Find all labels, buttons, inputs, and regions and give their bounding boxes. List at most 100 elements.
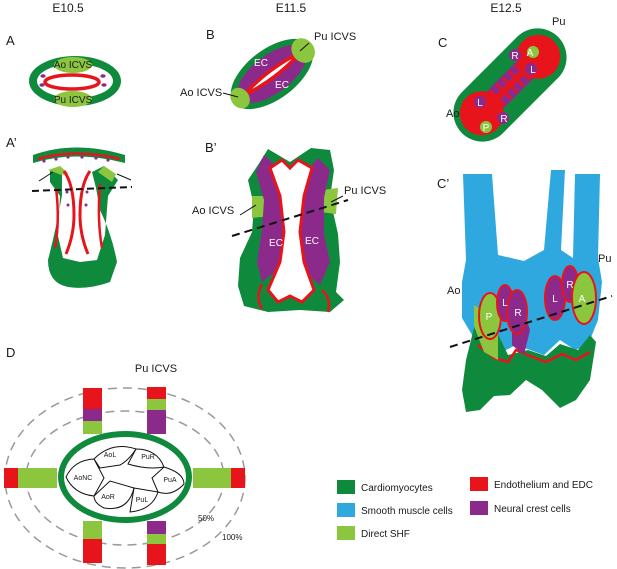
- cushion-label-a: A: [579, 294, 586, 305]
- cushion-label-aonc: AoNC: [74, 475, 93, 482]
- panel-d: D Pu ICVS AoL PuR AoNC: [4, 345, 246, 569]
- ao-icvs-label: Ao ICVS: [180, 87, 222, 99]
- cushion-label-pua: PuA: [163, 477, 177, 484]
- legend-swatch-cardiomyocytes: [337, 480, 355, 494]
- legend-label-neural-crest: Neural crest cells: [494, 504, 571, 515]
- cushion-label-l: L: [502, 298, 508, 309]
- endocardium-roof: [37, 152, 121, 161]
- neural-crest-dots: [42, 155, 110, 207]
- cushion-label-r: R: [511, 51, 518, 62]
- bar-pur-shf: [147, 399, 166, 410]
- cushion-label-l: L: [552, 294, 558, 305]
- neural-crest-dot: [101, 83, 107, 87]
- cushion-r-ao: [497, 112, 509, 124]
- legend-swatch-neural-crest: [470, 501, 488, 515]
- panel-label-d: D: [6, 345, 15, 360]
- cushion-p-ao: [480, 121, 492, 133]
- cushion-l-pu: [525, 63, 537, 75]
- column-header-e10-5: E10.5: [52, 1, 84, 15]
- pu-icvs-label: Pu ICVS: [314, 31, 356, 43]
- pointer-arrow: [299, 42, 310, 52]
- neural-crest-dot: [40, 74, 46, 78]
- neural-crest-dot: [100, 74, 106, 78]
- pu-icvs-b: [291, 38, 315, 63]
- panel-label-b: B: [206, 27, 215, 42]
- ec-label: EC: [275, 80, 289, 91]
- panel-c: C A L R L P R Pu Ao: [438, 16, 567, 142]
- cushion-label-aor: AoR: [101, 494, 115, 501]
- bar-pul-neural-crest: [147, 521, 166, 534]
- neural-crest-dot: [39, 83, 45, 87]
- legend-label-smooth-muscle: Smooth muscle cells: [361, 506, 453, 517]
- cushion-label-l: L: [530, 65, 536, 76]
- cushion-l-ao: [474, 96, 486, 108]
- ring-50-label: 50%: [198, 514, 214, 523]
- bar-pul-endothelium: [147, 544, 166, 565]
- ec-label: EC: [305, 236, 319, 247]
- bar-pur-endothelium: [147, 387, 166, 399]
- ao-label: Ao: [447, 285, 460, 297]
- cushion-label-p: P: [483, 123, 490, 134]
- legend-label-endothelium: Endothelium and EDC: [494, 480, 593, 491]
- ao-icvs-label: Ao ICVS: [54, 60, 93, 71]
- cushion-label-p: P: [486, 312, 493, 323]
- legend-swatch-smooth-muscle: [337, 503, 355, 517]
- cushion-label-r: R: [566, 280, 573, 291]
- legend-label-direct-shf: Direct SHF: [361, 529, 410, 540]
- shf-right: [98, 166, 116, 182]
- endocardium-outer-left: [53, 187, 59, 249]
- pointer-arrow: [38, 171, 54, 182]
- pointer-arrow: [222, 92, 239, 98]
- panel-label-c-prime: C’: [437, 176, 449, 191]
- bar-aol-endothelium: [83, 388, 102, 409]
- cushion-label-l: L: [477, 98, 483, 109]
- cushion-r-pu: [509, 49, 521, 61]
- septum-ridges: [488, 63, 532, 107]
- pu-label: Pu: [552, 16, 565, 28]
- ao-label: Ao: [446, 108, 459, 120]
- cushion-label-pur: PuR: [141, 454, 155, 461]
- section-plane-line: [449, 295, 613, 348]
- bar-aor-endothelium: [83, 539, 102, 563]
- cushion-label-pul: PuL: [136, 497, 149, 504]
- pointer-arrow: [330, 195, 344, 203]
- section-plane-line: [31, 186, 133, 192]
- endocardial-ring: [43, 73, 101, 91]
- ao-icvs-shape: [54, 57, 92, 73]
- legend-swatch-direct-shf: [337, 526, 355, 540]
- pu-icvs-shape: [54, 91, 92, 107]
- bar-aol-shf: [83, 421, 102, 434]
- ring-100-label: 100%: [222, 533, 242, 542]
- cushion-label-a: A: [527, 48, 534, 59]
- cushion-label-aol: AoL: [104, 452, 117, 459]
- section-plane-line: [231, 199, 349, 237]
- panel-c-prime: C’ P L R L R A Ao Pu: [437, 170, 613, 412]
- shf-left: [48, 166, 68, 175]
- endocardium-left: [62, 170, 76, 255]
- column-header-e12-5: E12.5: [490, 1, 522, 15]
- pu-icvs-label: Pu ICVS: [344, 185, 386, 197]
- endocardium: [321, 289, 331, 313]
- legend-swatch-endothelium: [470, 477, 488, 491]
- pu-icvs-title: Pu ICVS: [135, 363, 177, 375]
- pu-label: Pu: [598, 253, 611, 265]
- bar-aor-shf: [83, 521, 102, 539]
- endocardium-right: [78, 170, 92, 255]
- bar-aol-neural-crest: [83, 409, 102, 421]
- panel-a: A Ao ICVS Pu ICVS: [6, 33, 121, 107]
- outflow-roof: [33, 147, 125, 163]
- pointer-arrow: [239, 204, 257, 216]
- legend-label-cardiomyocytes: Cardiomyocytes: [361, 483, 433, 494]
- ao-icvs-b: [230, 87, 250, 109]
- bar-aonc-shf: [18, 468, 33, 488]
- bar-pua-endothelium: [231, 468, 245, 488]
- cushion-a-pu: [527, 46, 539, 58]
- panel-b: B EC EC Pu ICVS Ao ICVS: [180, 27, 356, 110]
- pointer-arrow: [116, 173, 132, 181]
- bar-aonc-endothelium: [4, 468, 18, 488]
- cushion-leaflets: [65, 446, 185, 513]
- cushion-label-r: R: [514, 308, 521, 319]
- panel-label-a-prime: A’: [6, 135, 17, 150]
- pu-icvs-label: Pu ICVS: [54, 95, 93, 106]
